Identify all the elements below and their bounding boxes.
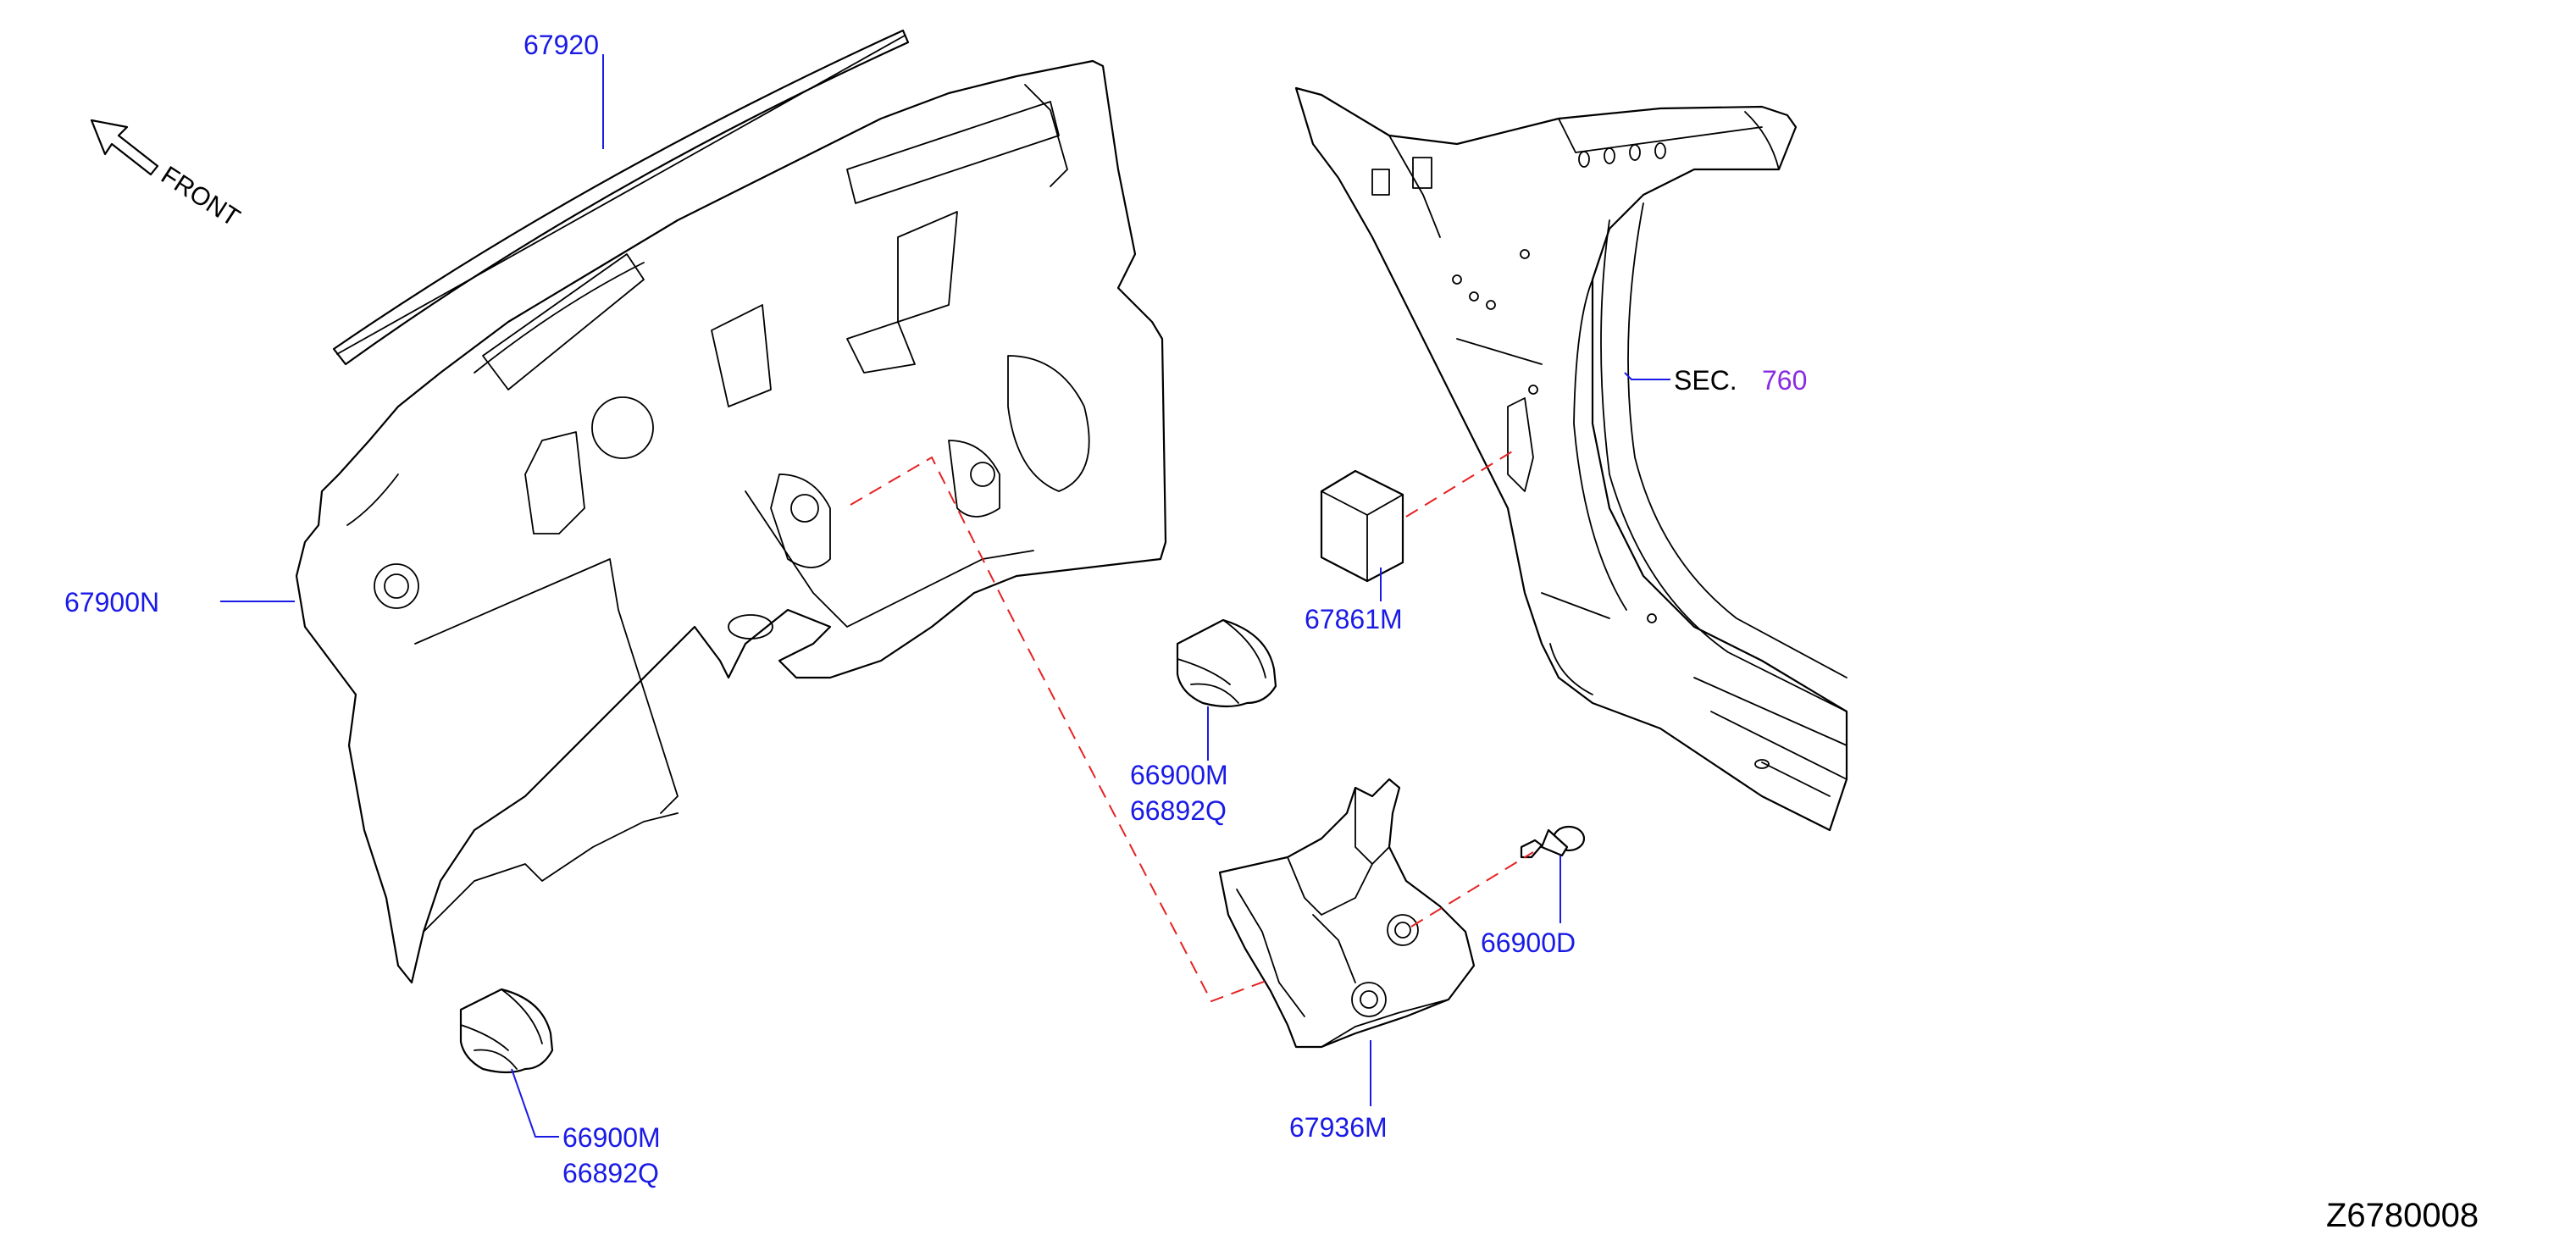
- callout-clip: 66900D: [1481, 928, 1576, 958]
- installation-guide-lines: [850, 448, 1534, 1003]
- callout-spacer-left-b: 66892Q: [562, 1158, 659, 1188]
- dash-line-dash-to-side-insulator: [850, 456, 1271, 1003]
- leader-lines: [220, 54, 1670, 1138]
- side-insulator-part: [1218, 778, 1476, 1049]
- callout-spacer-mid-a: 66900M: [1130, 760, 1228, 790]
- front-label: FRONT: [156, 161, 245, 232]
- callout-spacer-mid-b: 66892Q: [1130, 795, 1227, 826]
- callout-dash-insulator: 67900N: [64, 587, 159, 617]
- callout-seal-strip: 67920: [524, 30, 599, 60]
- clip-part: [1520, 825, 1586, 859]
- leader-section: [1624, 372, 1670, 380]
- dash-insulator-part: [295, 59, 1167, 984]
- dash-line-clip-to-side-insulator: [1410, 851, 1534, 928]
- callout-spacer-left-a: 66900M: [562, 1122, 661, 1153]
- drawing-code: Z6780008: [2326, 1197, 2479, 1234]
- pad-part: [1320, 469, 1404, 583]
- front-arrow-icon: [90, 119, 159, 176]
- seal-strip-part: [332, 29, 910, 366]
- side-pillar-part: [1294, 86, 1848, 832]
- section-number: 760: [1762, 365, 1807, 396]
- leader-spacer-left: [511, 1068, 559, 1138]
- spacer-mid-part: [1176, 618, 1277, 708]
- callouts: 67920 67900N 66900M 66892Q 66900M 66892Q…: [64, 30, 1807, 1188]
- callout-pad: 67861M: [1305, 604, 1403, 634]
- section-prefix: SEC.: [1674, 365, 1737, 396]
- callout-side-insulator: 67936M: [1289, 1112, 1388, 1143]
- spacer-left-part: [459, 988, 554, 1074]
